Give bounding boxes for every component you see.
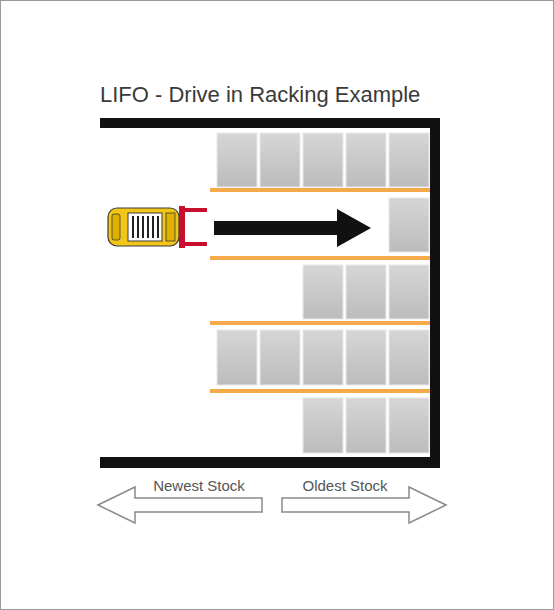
diagram-title: LIFO - Drive in Racking Example bbox=[100, 82, 420, 108]
pallets bbox=[217, 133, 429, 453]
arrow-label: Oldest Stock bbox=[302, 477, 387, 495]
forklift bbox=[108, 206, 207, 248]
travel-arrow bbox=[214, 209, 371, 247]
stock-arrow: Oldest Stock bbox=[281, 476, 447, 526]
rack-rails bbox=[210, 188, 430, 393]
rack-wall-back bbox=[430, 118, 440, 468]
arrow-label: Newest Stock bbox=[153, 477, 245, 495]
stock-arrow: Newest Stock bbox=[97, 476, 263, 526]
rack-wall-bottom bbox=[100, 457, 440, 468]
rack-wall-top bbox=[100, 118, 440, 128]
